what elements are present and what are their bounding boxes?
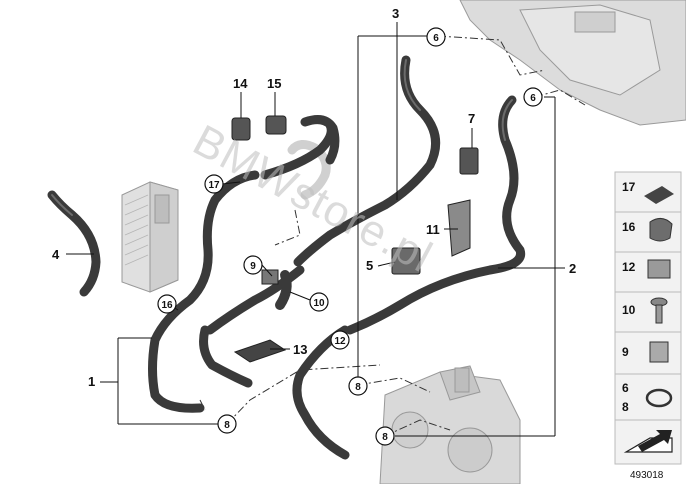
diagram-reference-number: 493018: [630, 470, 664, 481]
legend-item-6-8: 6 8: [622, 381, 673, 414]
hose-1: [148, 170, 260, 413]
clip-icon: [647, 259, 671, 279]
callout-4: 4: [52, 247, 60, 262]
callout-11: 11: [426, 222, 440, 237]
hose-mid: [199, 325, 253, 388]
circle-callout-17: 17: [204, 174, 224, 194]
foam-pad-13: [233, 339, 287, 363]
legend-item-10: 10: [622, 297, 668, 324]
circle-callout-8a: 8: [217, 414, 237, 434]
nut-icon: [649, 341, 669, 363]
callout-1: 1: [88, 374, 95, 389]
bracket-7: [459, 147, 479, 175]
svg-text:16: 16: [622, 220, 636, 234]
hose-4: [47, 190, 101, 297]
hose-top-loop: [300, 115, 340, 165]
circle-callout-8c: 8: [375, 426, 395, 446]
callout-3: 3: [392, 6, 399, 21]
svg-text:6: 6: [622, 381, 629, 395]
clip-15: [265, 115, 287, 135]
legend-item-9: 9: [622, 341, 669, 363]
svg-text:9: 9: [250, 261, 256, 272]
engine-block-bottom-right: [379, 365, 521, 484]
callout-15: 15: [267, 76, 281, 91]
svg-text:17: 17: [622, 180, 636, 194]
bracket-5: [391, 247, 421, 275]
svg-text:9: 9: [622, 345, 629, 359]
callout-2: 2: [569, 261, 576, 276]
callout-labels: 3 2 1 4 5 7 11 13 14 15: [52, 6, 576, 389]
circle-callout-12: 12: [330, 330, 350, 350]
callout-leaders: [66, 22, 565, 437]
heat-exchanger-left: [121, 181, 179, 293]
legend-arrow-box: [623, 430, 673, 453]
circle-callout-6b: 6: [523, 87, 543, 107]
callout-5: 5: [366, 258, 373, 273]
circled-callouts: 6 6 8 8 8 9 10 12: [157, 27, 543, 446]
svg-text:10: 10: [622, 303, 636, 317]
hvac-housing-top-right: [459, 0, 686, 126]
pipe-light-mid: [287, 140, 331, 200]
legend-item-16: 16: [622, 218, 673, 242]
callout-14: 14: [233, 76, 248, 91]
svg-text:16: 16: [161, 300, 173, 311]
hose-12: [292, 325, 350, 460]
callout-7: 7: [468, 111, 475, 126]
circle-callout-16: 16: [157, 294, 177, 314]
svg-text:8: 8: [622, 400, 629, 414]
callout-13: 13: [293, 342, 307, 357]
coolant-hoses: [47, 55, 526, 460]
svg-text:8: 8: [382, 432, 388, 443]
circle-callout-9: 9: [243, 255, 263, 275]
legend-item-12: 12: [622, 259, 671, 279]
screw-shaft-icon: [655, 304, 663, 324]
hose-clamp-icon: [645, 388, 673, 408]
svg-text:12: 12: [622, 260, 636, 274]
hose-10: [275, 270, 292, 310]
circle-callout-8b: 8: [348, 376, 368, 396]
foam-pad-icon: [644, 186, 674, 204]
svg-text:12: 12: [334, 336, 346, 347]
circle-callout-10: 10: [309, 292, 329, 312]
clamp-icon: [649, 218, 673, 242]
circle-callout-6a: 6: [426, 27, 446, 47]
svg-text:6: 6: [433, 33, 439, 44]
watermark-text: BMWstore.pl: [185, 116, 440, 283]
bracket-11: [447, 199, 471, 257]
svg-text:17: 17: [208, 180, 220, 191]
svg-text:10: 10: [313, 298, 325, 309]
svg-text:8: 8: [224, 420, 230, 431]
svg-text:6: 6: [530, 93, 536, 104]
small-parts: [231, 115, 479, 363]
parts-legend: 17 16 12 10 9 6 8: [614, 171, 682, 465]
svg-text:8: 8: [355, 382, 361, 393]
connector-9: [261, 269, 279, 285]
legend-item-17: 17: [622, 180, 674, 204]
